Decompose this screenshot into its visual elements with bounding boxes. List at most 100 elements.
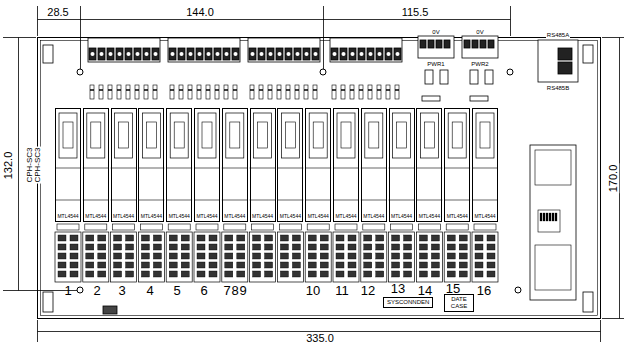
terminal-screw: [320, 271, 328, 277]
module-latch: [113, 224, 135, 230]
module-window: [337, 113, 355, 158]
diode-band: [395, 89, 399, 91]
screw-head: [369, 52, 373, 56]
terminal-screw: [320, 262, 328, 268]
channel-number: 16: [476, 284, 492, 297]
terminal-screw: [392, 244, 400, 250]
diode-symbol: [377, 85, 381, 99]
diode-band: [170, 89, 174, 91]
terminal-screw: [209, 244, 217, 250]
module-seam: [389, 200, 415, 201]
diode-band: [215, 89, 219, 91]
terminal-screw: [487, 271, 495, 277]
terminal-screw: [214, 48, 221, 60]
terminal-screw: [114, 253, 122, 259]
diode-symbol: [179, 85, 183, 99]
terminal-screw: [141, 271, 149, 277]
module-window-inner: [230, 122, 240, 148]
terminal-base: [250, 232, 276, 282]
terminal-screw: [98, 48, 105, 60]
terminal-screw: [249, 48, 256, 60]
diode-symbol: [259, 85, 263, 99]
terminal-screw: [197, 235, 205, 241]
diode-band: [224, 89, 228, 91]
terminal-screw: [280, 235, 288, 241]
diode-symbol: [341, 85, 345, 99]
module-window-inner: [424, 122, 434, 148]
terminal-screw: [70, 271, 78, 277]
terminal-screw: [253, 262, 261, 268]
terminal-screw: [431, 253, 439, 259]
connector-pin: [436, 40, 442, 48]
terminal-screw: [209, 253, 217, 259]
terminal-screw: [265, 262, 273, 268]
terminal-screw: [447, 253, 455, 259]
terminal-screw: [336, 271, 344, 277]
module-window: [476, 113, 494, 158]
diode-symbol: [422, 96, 440, 101]
module-window: [142, 113, 160, 158]
terminal-screw: [126, 253, 134, 259]
module-seam: [166, 168, 192, 169]
isolator-module: MTL4544: [416, 108, 442, 222]
diode-band: [368, 89, 372, 91]
dip-lever: [549, 213, 551, 221]
terminal-screw: [348, 253, 356, 259]
isolator-module: MTL4544: [305, 108, 331, 222]
diode-symbol: [188, 85, 192, 99]
terminal-screw: [431, 244, 439, 250]
diode-band: [108, 89, 112, 91]
screw-head: [154, 52, 158, 56]
terminal-base: [83, 232, 109, 282]
terminal-screw: [253, 235, 261, 241]
module-window-inner: [369, 122, 379, 148]
diode-band: [386, 89, 390, 91]
isolator-module: MTL4544: [138, 108, 164, 222]
module-seam: [111, 200, 137, 201]
module-type: MTL4544: [223, 213, 247, 219]
dimension: 335.0: [305, 333, 335, 344]
module-seam: [277, 168, 303, 169]
terminal-screw: [292, 262, 300, 268]
terminal-screw: [265, 271, 273, 277]
terminal-screw: [141, 253, 149, 259]
terminal-screw: [107, 48, 114, 60]
terminal-screw: [404, 253, 412, 259]
diode-symbol: [368, 85, 372, 99]
terminal-screw: [348, 271, 356, 277]
module-latch: [140, 224, 162, 230]
diode-symbol: [304, 85, 308, 99]
isolator-module: MTL4544: [55, 108, 81, 222]
diode-band: [99, 89, 103, 91]
screw-head: [234, 52, 238, 56]
isolator-module: MTL4544: [222, 108, 248, 222]
diode-symbol: [224, 85, 228, 99]
terminal-screw: [114, 271, 122, 277]
terminal-screw: [447, 244, 455, 250]
terminal-screw: [385, 48, 392, 60]
terminal-screw: [419, 244, 427, 250]
terminal-screw: [98, 235, 106, 241]
screw-head: [251, 52, 255, 56]
terminal-screw: [58, 235, 66, 241]
module-seam: [277, 200, 303, 201]
dip-lever: [540, 213, 542, 221]
terminal-screw: [336, 253, 344, 259]
module-window: [448, 113, 466, 158]
din-module-base: [535, 245, 571, 290]
module-window-inner: [258, 122, 268, 148]
module-seam: [444, 200, 470, 201]
isolator-module: MTL4544: [111, 108, 137, 222]
terminal-screw: [447, 271, 455, 277]
terminal-screw: [320, 235, 328, 241]
terminal-screw: [141, 235, 149, 241]
terminal-screw: [308, 235, 316, 241]
power-connector: [418, 36, 454, 58]
module-window-inner: [341, 122, 351, 148]
diode-band: [90, 89, 94, 91]
diode-symbol: [206, 85, 210, 99]
terminal-screw: [320, 244, 328, 250]
module-window-inner: [202, 122, 212, 148]
module-seam: [166, 200, 192, 201]
diode-band: [341, 89, 345, 91]
